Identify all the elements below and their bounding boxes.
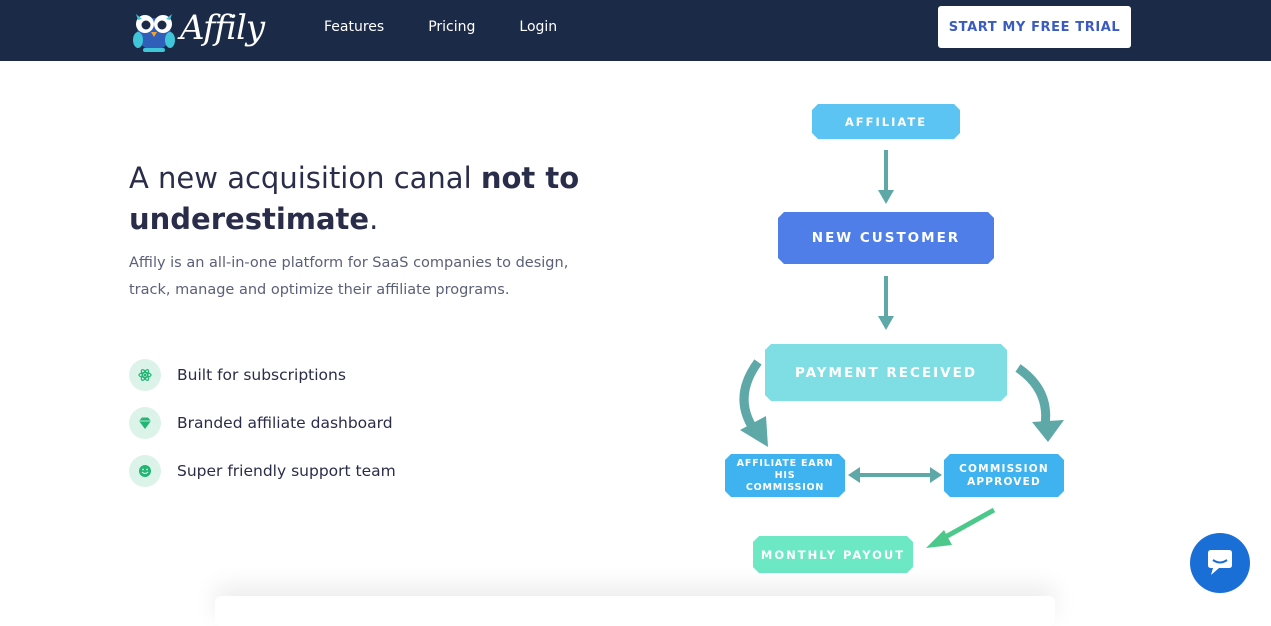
curved-arrow-left-icon: [739, 359, 768, 447]
affiliate-earn-label-line1: AFFILIATE EARN HIS: [736, 457, 834, 481]
feature-label: Branded affiliate dashboard: [177, 414, 393, 432]
commission-label-line2: APPROVED: [967, 475, 1041, 488]
double-arrow-icon: [848, 467, 942, 483]
next-section-card: [215, 596, 1055, 626]
chat-button[interactable]: [1190, 533, 1250, 593]
commission-approved-node: COMMISSION APPROVED: [944, 454, 1064, 497]
logo-wordmark: Affily: [180, 8, 265, 48]
nav-login[interactable]: Login: [519, 19, 558, 35]
new-customer-node: NEW CUSTOMER: [778, 212, 994, 264]
smile-icon: [129, 455, 161, 487]
affiliate-node-label: AFFILIATE: [844, 114, 928, 129]
payment-received-node-label: PAYMENT RECEIVED: [794, 364, 978, 381]
arrow-down-left-icon: [926, 507, 996, 548]
logo[interactable]: Affily: [128, 4, 268, 54]
page-title: A new acquisition canal not to underesti…: [129, 158, 609, 240]
affiliate-flow-diagram: AFFILIATE NEW CUSTOMER PAYMENT RECEIVED …: [700, 90, 1100, 590]
feature-item: Branded affiliate dashboard: [129, 407, 549, 439]
diagram-arrows: [739, 150, 1064, 548]
feature-list: Built for subscriptions Branded affiliat…: [129, 359, 549, 503]
feature-item: Built for subscriptions: [129, 359, 549, 391]
top-navbar: Affily Features Pricing Login START MY F…: [0, 0, 1271, 61]
owl-mascot-icon: [133, 14, 175, 52]
affiliate-node: AFFILIATE: [812, 104, 960, 139]
headline-plain: A new acquisition canal: [129, 161, 481, 195]
headline-bold: not to underestimate: [129, 161, 580, 236]
feature-label: Super friendly support team: [177, 462, 396, 480]
monthly-payout-node-label: MONTHLY PAYOUT: [760, 547, 906, 562]
start-free-trial-button[interactable]: START MY FREE TRIAL: [938, 6, 1131, 48]
arrow-down-icon: [878, 276, 894, 330]
main-nav: Features Pricing Login: [324, 18, 601, 36]
nav-pricing[interactable]: Pricing: [428, 19, 476, 35]
hero-subtitle: Affily is an all-in-one platform for Saa…: [129, 255, 569, 298]
feature-label: Built for subscriptions: [177, 366, 346, 384]
chat-bubble-icon: [1208, 550, 1232, 575]
feature-item: Super friendly support team: [129, 455, 549, 487]
affiliate-earn-node: AFFILIATE EARN HIS COMMISSION: [725, 454, 845, 497]
monthly-payout-node: MONTHLY PAYOUT: [753, 536, 913, 573]
nav-features[interactable]: Features: [324, 19, 385, 35]
commission-label-line1: COMMISSION: [959, 462, 1049, 475]
arrow-down-icon: [878, 150, 894, 204]
curved-arrow-right-icon: [1015, 364, 1064, 442]
atom-icon: [129, 359, 161, 391]
headline-end: .: [369, 202, 379, 236]
new-customer-node-label: NEW CUSTOMER: [811, 230, 961, 246]
affiliate-earn-label-line2: COMMISSION: [745, 481, 825, 493]
diamond-icon: [129, 407, 161, 439]
payment-received-node: PAYMENT RECEIVED: [765, 344, 1007, 401]
